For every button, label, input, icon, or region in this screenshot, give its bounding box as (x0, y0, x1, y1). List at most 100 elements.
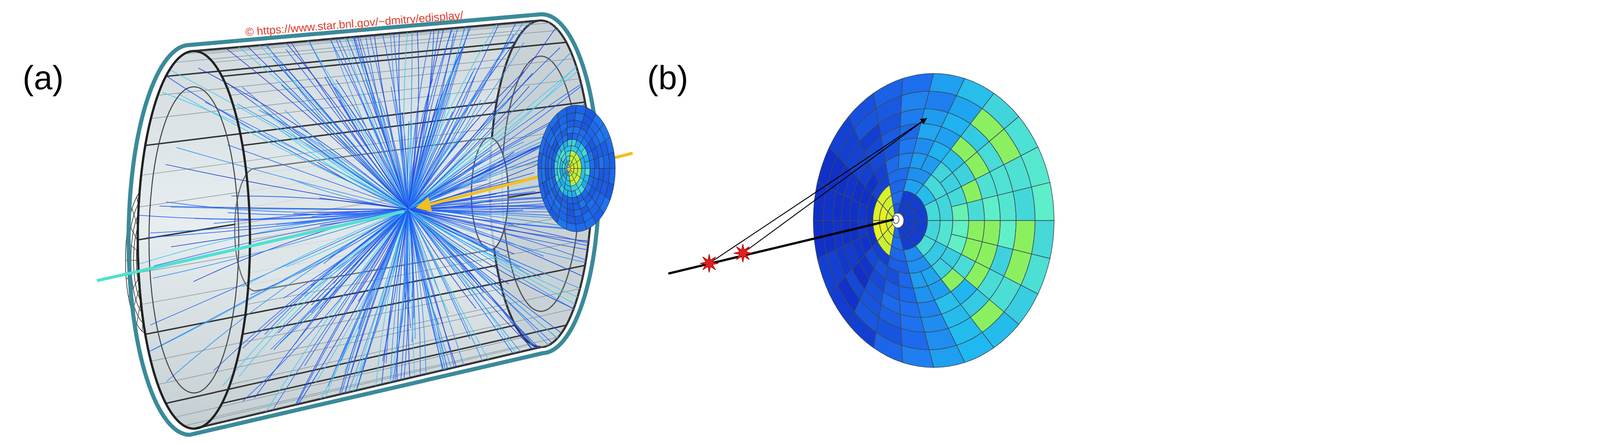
drawing-part (408, 7, 508, 210)
photon-line (709, 118, 927, 264)
calorimeter-tower (951, 203, 969, 221)
drawing-part (408, 135, 451, 210)
drawing-part (174, 30, 524, 63)
drawing-part (408, 209, 566, 219)
calorimeter-tower (901, 345, 934, 368)
drawing-part (333, 0, 409, 210)
drawing-part (84, 209, 409, 220)
drawing-part (321, 209, 409, 443)
drawing-part (388, 0, 409, 210)
calorimeter-tower (902, 211, 915, 221)
drawing-part (241, 209, 409, 443)
drawing-part (408, 146, 538, 210)
drawing-part (408, 209, 469, 443)
drawing-part (221, 325, 567, 404)
calorimeter-tower (817, 146, 838, 188)
drawing-part (408, 127, 671, 210)
drawing-part (408, 209, 574, 363)
drawing-part (324, 209, 409, 443)
calorimeter-tower (997, 191, 1017, 221)
drawing-part (408, 209, 529, 276)
drawing-part (388, 209, 409, 443)
drawing-part (408, 40, 582, 209)
drawing-part (408, 0, 587, 210)
drawing-part (280, 61, 409, 210)
drawing-part (198, 68, 409, 210)
decay-vertex (699, 254, 719, 273)
calorimeter-tower (566, 222, 577, 232)
drawing-part (408, 36, 656, 209)
drawing-part (171, 209, 409, 247)
calorimeter-tower (898, 271, 914, 289)
drawing-part (239, 209, 409, 377)
drawing-part (197, 13, 409, 209)
drawing-part (326, 209, 409, 443)
calorimeter-tower (557, 216, 567, 230)
calorimeter-tower (608, 168, 615, 185)
calorimeter-tower (813, 220, 827, 259)
drawing-part (408, 0, 565, 210)
drawing-part (407, 209, 415, 443)
calorimeter-tower (982, 220, 1001, 246)
drawing-part (408, 34, 514, 210)
drawing-part (408, 209, 525, 358)
calorimeter-tower (566, 105, 577, 115)
drawing-part (164, 74, 409, 210)
drawing-part (281, 84, 409, 210)
drawing-part (334, 87, 409, 210)
drawing-part (408, 209, 653, 397)
calorimeter-tower (608, 151, 615, 169)
drawing-part (254, 209, 409, 398)
drawing-part (226, 82, 409, 210)
particle-tracks (84, 0, 721, 443)
drawing-part (383, 209, 409, 443)
drawing-part (283, 209, 409, 299)
drawing-part (408, 78, 433, 210)
drawing-part (258, 110, 409, 210)
drawing-part (408, 106, 617, 210)
drawing-part (149, 209, 409, 326)
drawing-part (408, 209, 537, 389)
drawing-part (242, 87, 409, 210)
drawing-part (408, 122, 627, 210)
calorimeter-tower (567, 190, 573, 198)
calorimeter-tower (1013, 187, 1036, 221)
drawing-part (396, 209, 409, 440)
drawing-part (327, 209, 409, 387)
drawing-part (408, 209, 678, 249)
calorimeter-tower (1031, 220, 1055, 259)
beam-line (668, 219, 895, 274)
calorimeter-tower (813, 182, 827, 221)
drawing-part (319, 198, 409, 210)
decay-vertex (733, 244, 753, 263)
drawing-part (149, 86, 240, 393)
calorimeter-tower (997, 220, 1017, 250)
drawing-part (229, 58, 574, 96)
calorimeter-tower (557, 107, 567, 121)
calorimeter-tower (572, 196, 579, 204)
drawing-part (137, 51, 250, 429)
drawing-part (358, 209, 409, 330)
calorimeter-tower (873, 332, 903, 363)
calorimeter-tower (829, 285, 855, 325)
drawing-part (408, 209, 602, 319)
calorimeter-tower (539, 182, 547, 201)
calorimeter-tower (829, 116, 855, 156)
drawing-part (280, 130, 409, 210)
drawing-part (408, 209, 471, 340)
drawing-part (315, 209, 409, 384)
drawing-part (408, 0, 446, 210)
calorimeter-tower (604, 136, 614, 155)
drawing-part (165, 164, 409, 210)
drawing-part (408, 209, 697, 282)
drawing-part (408, 0, 496, 210)
drawing-part (408, 0, 481, 210)
drawing-part (408, 0, 494, 210)
drawing-part (159, 205, 409, 210)
drawing-part (249, 28, 409, 210)
drawing-part (408, 209, 509, 284)
drawing-part (408, 209, 682, 327)
panel-label: (b) (647, 58, 689, 98)
calorimeter-tower (848, 93, 877, 130)
drawing-part (193, 209, 409, 282)
